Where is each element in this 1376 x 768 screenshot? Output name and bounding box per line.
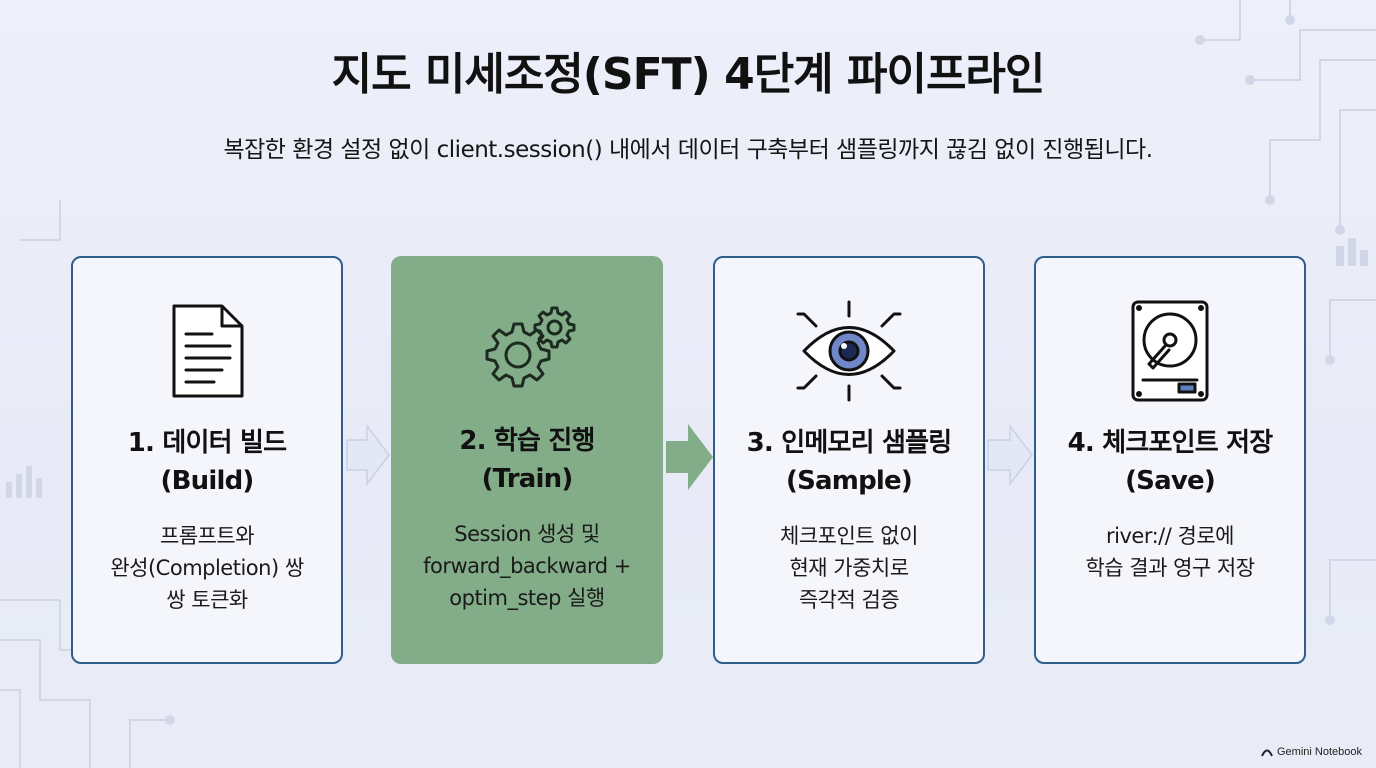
flow-arrow-3	[987, 424, 1033, 486]
eye-icon	[796, 300, 902, 402]
document-icon	[172, 304, 244, 398]
flow-arrow-1	[346, 424, 390, 486]
step-title: 1. 데이터 빌드(Build)	[127, 428, 287, 496]
flow-arrow-2	[666, 424, 713, 490]
step-title: 4. 체크포인트 저장(Save)	[1067, 428, 1274, 496]
page-subtitle: 복잡한 환경 설정 없이 client.session() 내에서 데이터 구축…	[223, 137, 1153, 163]
page-title: 지도 미세조정(SFT) 4단계 파이프라인	[331, 49, 1046, 100]
notebook-logo-icon	[1261, 749, 1273, 756]
step-title: 2. 학습 진행(Train)	[459, 426, 595, 494]
hard-drive-icon	[1131, 300, 1209, 402]
step-title: 3. 인메모리 샘플링(Sample)	[746, 428, 953, 496]
watermark: Gemini Notebook	[1261, 746, 1362, 758]
gears-icon	[485, 306, 576, 388]
